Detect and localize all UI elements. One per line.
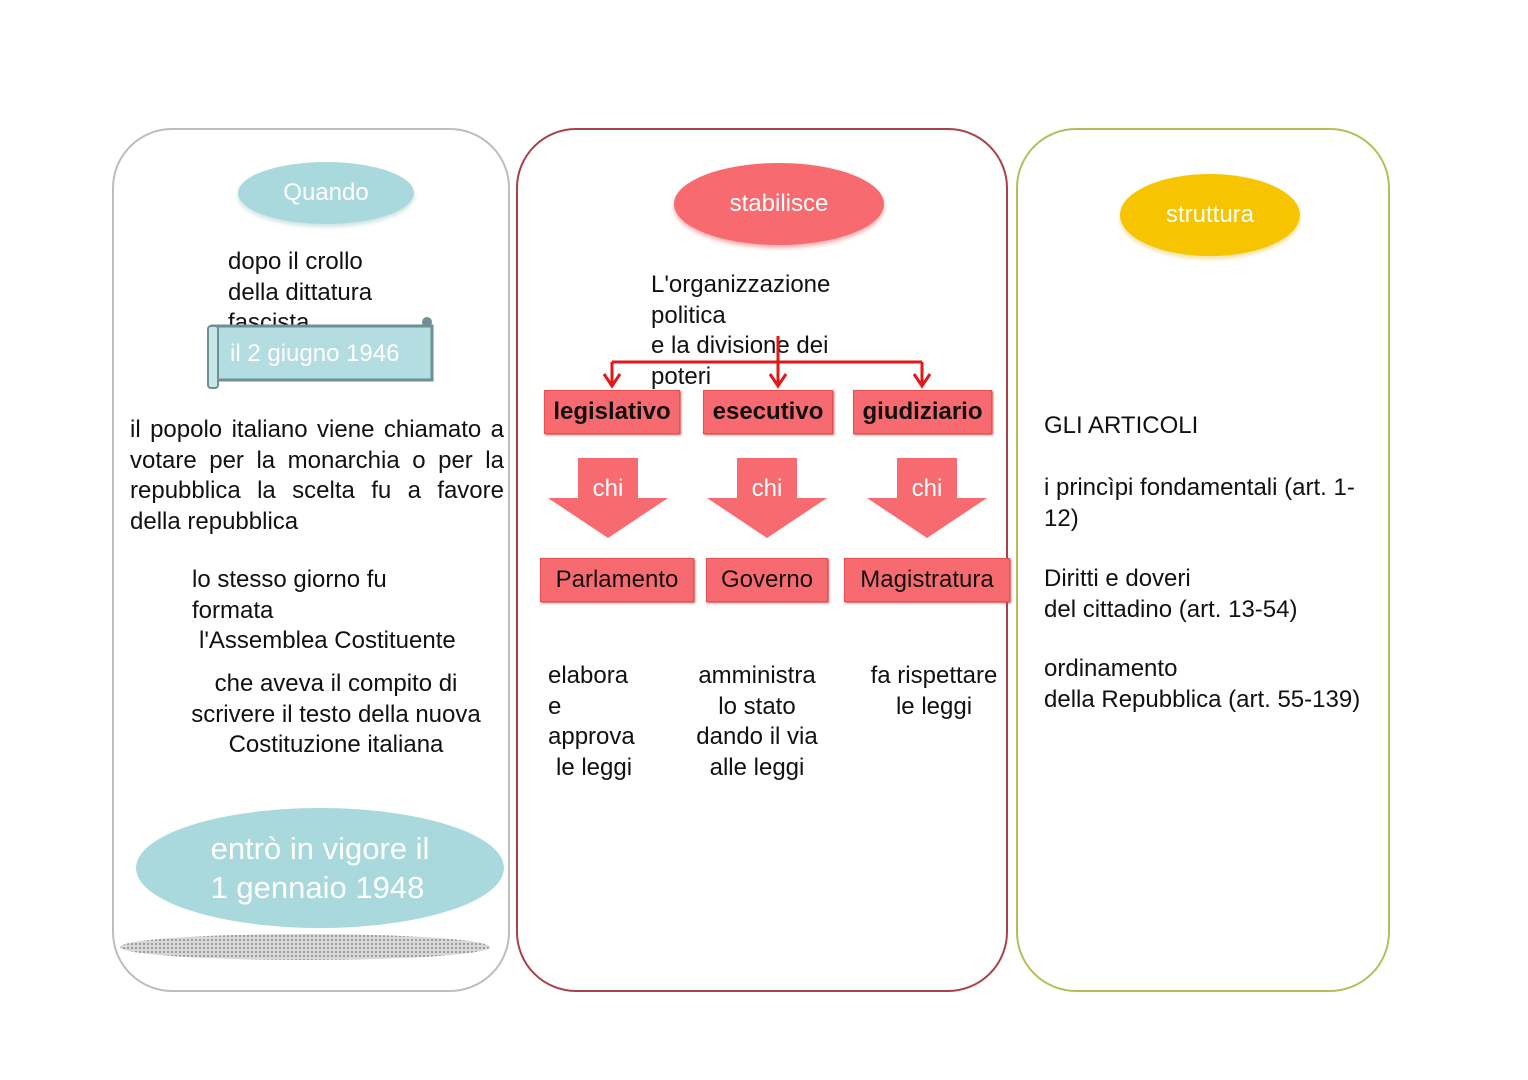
panel-struttura <box>1016 128 1390 992</box>
compito-text: che aveva il compito di scrivere il test… <box>176 669 496 761</box>
ordinamento-text: ordinamento della Repubblica (art. 55-13… <box>1044 654 1360 715</box>
branch-arrows <box>602 336 932 389</box>
organizzazione-line-2: politica <box>651 301 726 329</box>
principi-text: i princìpi fondamentali (art. 1- 12) <box>1044 473 1355 534</box>
organizzazione-line-3: e la divisione dei <box>651 332 829 359</box>
function-giudiziario-line-2: le leggi <box>895 692 973 720</box>
quando-label: Quando <box>283 179 369 206</box>
compito-line-2: scrivere il testo della nuova <box>191 700 481 728</box>
principi-line-2: 12) <box>1044 504 1079 532</box>
organ-magistratura: Magistratura <box>844 558 1010 602</box>
function-legislativo-line-2: e <box>548 692 562 720</box>
date-scroll-label: il 2 giugno 1946 <box>230 340 400 367</box>
chi-arrow-3 <box>867 458 987 538</box>
vigore-oval: entrò in vigore il 1 gennaio 1948 <box>136 808 504 928</box>
function-legislativo-line-1: elabora <box>548 662 629 689</box>
crollo-text: dopo il crollo della dittatura fascista <box>228 247 372 325</box>
articoli-heading: GLI ARTICOLI <box>1044 412 1199 439</box>
oval-shadow <box>120 934 490 960</box>
crollo-line-2: della dittatura <box>228 278 373 306</box>
principi-line-1: i princìpi fondamentali (art. 1- <box>1044 474 1355 501</box>
power-legislativo: legislativo <box>544 390 680 434</box>
stabilisce-label: stabilisce <box>729 190 829 217</box>
function-esecutivo-line-1: amministra <box>698 662 816 689</box>
chi-arrow-1 <box>548 458 668 538</box>
organizzazione-line-1: L'organizzazione <box>651 271 831 298</box>
ordinamento-line-1: ordinamento <box>1044 655 1178 682</box>
diritti-line-2: del cittadino (art. 13-54) <box>1044 595 1298 623</box>
power-giudiziario: giudiziario <box>853 390 992 434</box>
function-giudiziario-line-1: fa rispettare <box>870 662 998 689</box>
assemblea-line-2: formata <box>192 596 274 624</box>
function-legislativo: elabora e approva le leggi <box>548 661 635 783</box>
function-giudiziario: fa rispettare le leggi <box>860 661 1008 722</box>
diritti-text: Diritti e doveri del cittadino (art. 13-… <box>1044 564 1297 625</box>
crollo-line-3: fascista <box>228 309 310 325</box>
chi-arrow-2 <box>707 458 827 538</box>
organizzazione-text: L'organizzazione politica e la divisione… <box>651 270 830 392</box>
organ-parlamento: Parlamento <box>540 558 694 602</box>
diritti-line-1: Diritti e doveri <box>1044 565 1191 592</box>
assemblea-line-3: l'Assemblea Costituente <box>199 627 456 654</box>
function-esecutivo-line-2: lo stato <box>718 692 796 720</box>
compito-line-1: che aveva il compito di <box>214 670 458 697</box>
function-esecutivo: amministra lo stato dando il via alle le… <box>682 661 832 783</box>
popolo-text: il popolo italiano viene chiamato a vota… <box>130 416 504 535</box>
vigore-line-1: entrò in vigore il <box>210 831 430 866</box>
function-legislativo-line-4: le leggi <box>556 753 633 781</box>
ordinamento-line-2: della Repubblica (art. 55-139) <box>1044 685 1361 713</box>
stabilisce-oval: stabilisce <box>674 163 884 245</box>
struttura-oval: struttura <box>1120 174 1300 256</box>
quando-oval: Quando <box>238 162 414 224</box>
vigore-line-2: 1 gennaio 1948 <box>210 870 425 905</box>
chi-label-1: chi <box>592 475 624 502</box>
date-scroll <box>207 317 434 389</box>
function-legislativo-line-3: approva <box>548 723 635 750</box>
chi-label-2: chi <box>751 475 783 502</box>
power-esecutivo: esecutivo <box>703 390 833 434</box>
struttura-label: struttura <box>1165 201 1255 228</box>
assemblea-line-1: lo stesso giorno fu <box>192 566 387 593</box>
compito-line-3: Costituzione italiana <box>228 731 444 758</box>
assemblea-text: lo stesso giorno fu formata l'Assemblea … <box>192 565 456 657</box>
function-esecutivo-line-3: dando il via <box>696 723 818 750</box>
crollo-line-1: dopo il crollo <box>228 248 363 275</box>
organ-governo: Governo <box>706 558 828 602</box>
organizzazione-line-4: poteri <box>651 362 712 390</box>
function-esecutivo-line-4: alle leggi <box>709 753 805 781</box>
chi-label-3: chi <box>911 475 943 502</box>
